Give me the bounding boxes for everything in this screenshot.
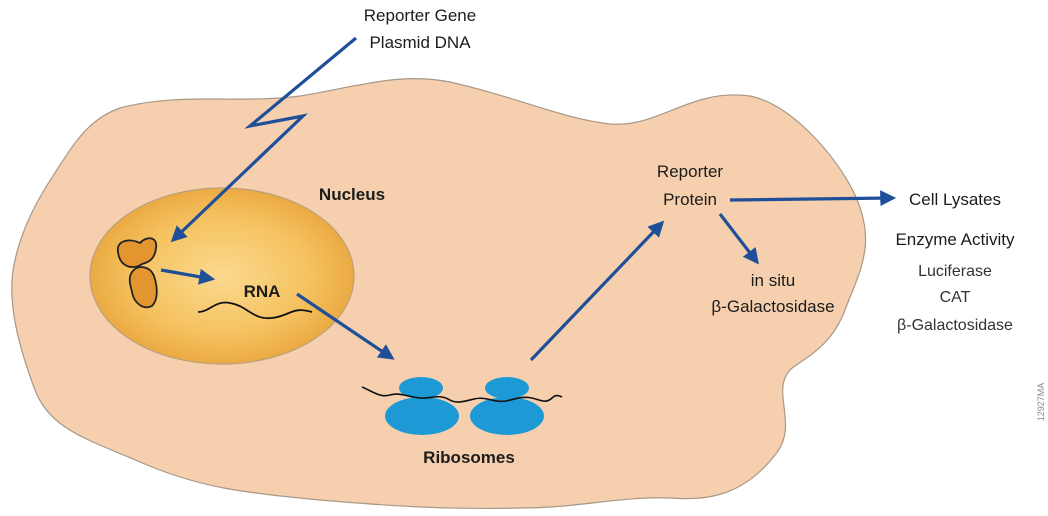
plasmid-label-line1: Reporter Gene (364, 6, 476, 25)
transcription-arrow (160, 268, 216, 285)
figure-code: 12927MA (1036, 383, 1046, 422)
ribosome-2-large-subunit (470, 397, 544, 435)
ribosomes-label: Ribosomes (423, 448, 515, 467)
ribosome-1-large-subunit (385, 397, 459, 435)
insitu-label-line2: β-Galactosidase (711, 297, 834, 316)
enzyme-item-bgal: β-Galactosidase (897, 317, 1013, 334)
insitu-arrow (718, 213, 759, 265)
lysates-label: Cell Lysates (909, 190, 1001, 209)
plasmid-dna-blob-2 (128, 266, 158, 309)
ribosome-1-small-subunit (399, 377, 443, 399)
lysate-arrow (729, 190, 897, 207)
enzyme-activity-heading: Enzyme Activity (895, 230, 1015, 249)
insitu-label-line1: in situ (751, 271, 795, 290)
mrna-strand (361, 386, 563, 403)
nucleus (89, 187, 355, 365)
transfection-arrow (170, 36, 358, 243)
protein-label-line2: Protein (663, 190, 717, 209)
translation-arrow (529, 220, 665, 362)
plasmid-dna-blob-1 (117, 237, 158, 268)
nucleus-label: Nucleus (319, 185, 385, 204)
plasmid-label-line2: Plasmid DNA (369, 33, 471, 52)
enzyme-item-cat: CAT (940, 289, 971, 306)
ribosome-2-small-subunit (485, 377, 529, 399)
rna-strand (197, 301, 313, 319)
protein-label-line1: Reporter (657, 162, 723, 181)
cell-body (11, 77, 867, 510)
export-arrow (296, 292, 395, 360)
enzyme-item-luciferase: Luciferase (918, 263, 992, 280)
rna-label: RNA (244, 282, 281, 301)
